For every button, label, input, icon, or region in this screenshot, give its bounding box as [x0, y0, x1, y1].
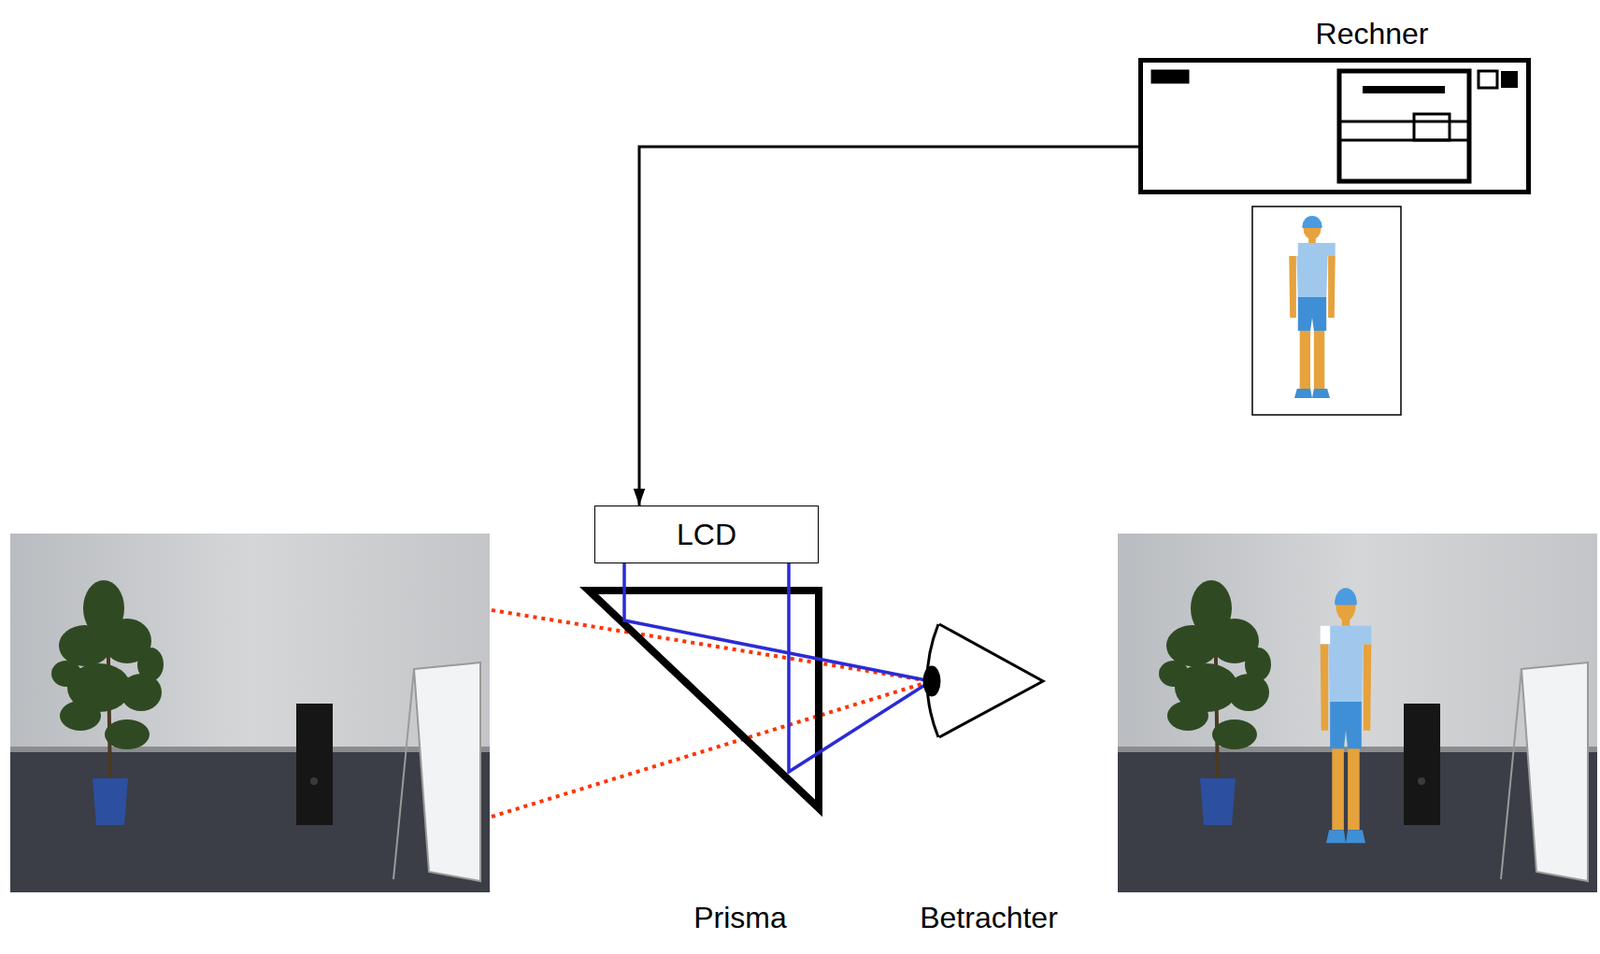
- lcd-box: LCD: [594, 505, 819, 564]
- augmented-photo: [1117, 533, 1598, 893]
- box-heading: Rechner: [1315, 16, 1429, 52]
- eye: [924, 624, 1043, 738]
- computer-box: Rechner: [1138, 57, 1531, 195]
- computer-detail: [1151, 70, 1518, 182]
- signal-connector: [639, 146, 1139, 506]
- prism: [588, 590, 819, 809]
- model-image: [1252, 206, 1401, 415]
- part-label: Betrachter: [919, 900, 1058, 936]
- sight-line: [491, 610, 931, 817]
- room-photo: [10, 533, 490, 893]
- box-label: LCD: [676, 517, 737, 553]
- light-ray: [624, 563, 931, 772]
- part-label: Prisma: [693, 900, 787, 936]
